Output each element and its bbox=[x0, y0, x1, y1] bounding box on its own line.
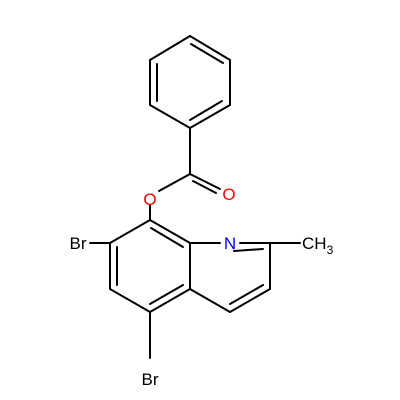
methyl-label-main: CH bbox=[302, 234, 327, 253]
quinoline-benzo-ring bbox=[109, 219, 191, 313]
phenyl-ring bbox=[149, 35, 231, 129]
bromine-5-label: Br bbox=[142, 370, 159, 389]
ester-oxygen-label: O bbox=[143, 190, 156, 209]
carbonyl-oxygen-label: O bbox=[222, 185, 235, 204]
bromine-7-label: Br bbox=[70, 234, 87, 253]
methyl-label: CH3 bbox=[302, 234, 334, 257]
bond bbox=[109, 219, 151, 244]
bond bbox=[229, 288, 271, 313]
bond bbox=[189, 288, 231, 313]
quinoline-pyridine-ring bbox=[189, 242, 271, 313]
double-bond-inner bbox=[233, 248, 264, 252]
double-bond-inner bbox=[190, 43, 224, 64]
bond bbox=[189, 104, 231, 129]
methyl-label-subscript: 3 bbox=[327, 243, 334, 257]
double-bond-inner bbox=[229, 284, 264, 305]
bond bbox=[189, 35, 231, 61]
bond bbox=[109, 288, 151, 313]
bond bbox=[158, 173, 191, 192]
double-bond-inner bbox=[149, 284, 184, 305]
bond bbox=[189, 173, 221, 190]
double-bond-inner bbox=[150, 227, 184, 248]
bond bbox=[149, 288, 191, 313]
substituent-bonds bbox=[89, 242, 301, 359]
ring-nitrogen-label: N bbox=[224, 234, 236, 253]
ester-group bbox=[149, 127, 221, 221]
double-bond-inner bbox=[192, 180, 217, 194]
double-bond-inner bbox=[189, 100, 223, 121]
bond bbox=[149, 219, 191, 244]
bond bbox=[149, 104, 191, 129]
bond bbox=[149, 35, 191, 61]
